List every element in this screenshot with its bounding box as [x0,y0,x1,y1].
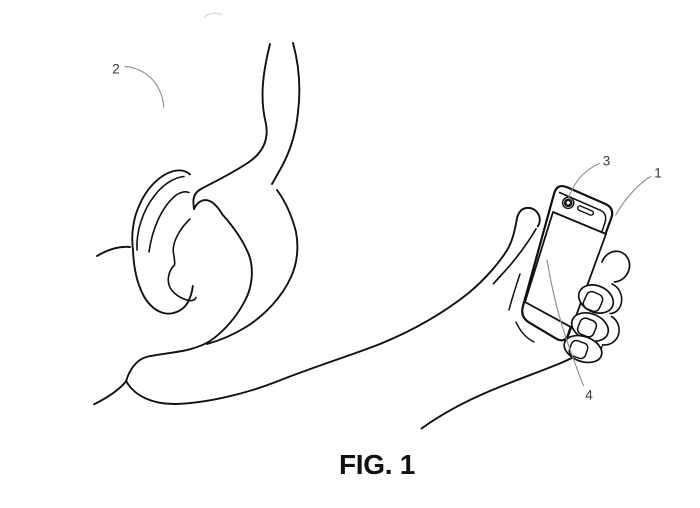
leader-lines [124,65,652,387]
ref-label-camera: 3 [603,154,611,169]
neck-back-line [206,42,301,345]
neck-front-line [93,199,253,406]
thumb-inner-line [492,228,537,285]
leader-line-display [546,259,585,387]
ear-helix-line [136,175,185,251]
leader-line-camera [568,162,601,199]
front-camera-lens [563,198,573,208]
head-crown-mark [203,12,224,18]
chest-arm-line [125,206,541,405]
palm-crease-lines [508,273,535,343]
head-back-line [192,43,271,210]
fingernail-ring [568,339,589,360]
phone-bezel-line [558,191,607,342]
leader-line-device [615,175,652,216]
phone-drawing [521,184,614,342]
earpiece-speaker [576,205,594,216]
figure-caption: FIG. 1 [339,449,415,480]
jaw-line [96,245,131,257]
head-drawing [93,12,301,406]
ear-drawing [131,169,197,315]
forearm-bottom-line [420,353,580,430]
fingernail-middle [576,317,598,338]
ear-inner-helix-line [148,191,190,253]
fingernail-index [582,290,604,313]
ear-concha-line [167,264,197,302]
background-fingertip [601,250,631,283]
hand-drawing [492,228,623,364]
ref-label-display: 4 [585,388,593,403]
ref-label-device: 1 [654,166,662,181]
leader-line-head [124,65,165,108]
ear-outer-rim [131,169,194,315]
ref-label-head: 2 [112,62,120,77]
arm-drawing [125,206,580,430]
ear-antihelix-line [172,218,191,266]
